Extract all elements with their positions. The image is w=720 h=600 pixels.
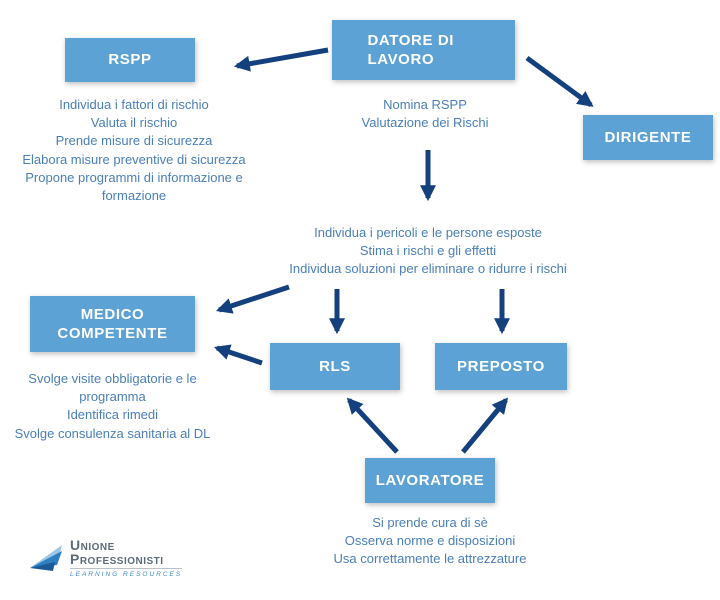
- rspp-duty-line: Elabora misure preventive di sicurezza: [22, 151, 246, 167]
- arrow-risk-to-medico: [215, 284, 290, 314]
- node-lavoratore: LAVORATORE: [365, 458, 495, 503]
- node-dirigente: DIRIGENTE: [583, 115, 713, 160]
- arrow-lavoratore-to-rls: [346, 397, 399, 454]
- arrow-lavoratore-to-preposto: [461, 397, 509, 454]
- unione-professionisti-logo: Unione Professionisti LEARNING RESOURCES: [28, 537, 183, 578]
- logo-tagline: LEARNING RESOURCES: [70, 568, 183, 578]
- rspp-duty-line: Prende misure di sicurezza: [55, 133, 213, 149]
- node-medico-label: MEDICO COMPETENTE: [57, 305, 168, 343]
- node-rspp-label: RSPP: [108, 51, 152, 69]
- risk-step-line: Stima i rischi e gli effetti: [359, 243, 497, 259]
- arrow-datore-to-rspp: [233, 47, 329, 72]
- node-medico-competente: MEDICO COMPETENTE: [30, 296, 195, 352]
- datore-duty-line: Valutazione dei Rischi: [361, 115, 489, 131]
- lavoratore-duty-line: Osserva norme e disposizioni: [344, 533, 516, 549]
- arrow-datore-to-dirigente: [525, 55, 594, 108]
- node-preposto-label: PREPOSTO: [457, 357, 545, 375]
- logo-book-icon: [30, 545, 62, 571]
- rspp-duty-line: Individua i fattori di rischio: [59, 97, 209, 112]
- node-rls-label: RLS: [319, 357, 351, 375]
- lavoratore-duty-line: Usa correttamente le attrezzature: [333, 551, 527, 567]
- logo-text: Unione Professionisti LEARNING RESOURCES: [70, 537, 183, 578]
- medico-duty-line: Svolge consulenza sanitaria al DL: [14, 425, 211, 441]
- arrow-rls-to-medico: [213, 344, 263, 366]
- node-rls: RLS: [270, 343, 400, 390]
- rspp-duties-list: Individua i fattori di rischio Valuta il…: [0, 96, 268, 205]
- node-datore-label: DATORE DI LAVORO: [367, 31, 455, 69]
- node-lavoratore-label: LAVORATORE: [375, 471, 485, 489]
- node-datore-di-lavoro: DATORE DI LAVORO: [332, 20, 515, 80]
- lavoratore-duty-line: Si prende cura di sè: [372, 515, 488, 530]
- medico-duties-list: Svolge visite obbligatorie e le programm…: [10, 370, 215, 443]
- node-dirigente-label: DIRIGENTE: [604, 128, 692, 146]
- datore-duty-line: Nomina RSPP: [383, 97, 467, 112]
- logo-name-line1: Unione: [70, 537, 115, 553]
- lavoratore-duties-list: Si prende cura di sè Osserva norme e dis…: [330, 514, 530, 569]
- risk-assessment-steps: Individua i pericoli e le persone espost…: [248, 224, 608, 279]
- medico-duty-line: Svolge visite obbligatorie e le programm…: [28, 371, 197, 405]
- risk-step-line: Individua i pericoli e le persone espost…: [314, 225, 542, 240]
- datore-duties-list: Nomina RSPP Valutazione dei Rischi: [330, 96, 520, 132]
- node-preposto: PREPOSTO: [435, 343, 567, 390]
- node-rspp: RSPP: [65, 38, 195, 82]
- medico-duty-line: Identifica rimedi: [66, 407, 159, 423]
- rspp-duty-line: Valuta il rischio: [90, 115, 178, 131]
- rspp-duty-line: Propone programmi di informazione e form…: [25, 169, 243, 203]
- risk-step-line: Individua soluzioni per eliminare o ridu…: [289, 261, 567, 277]
- logo-name-line2: Professionisti: [70, 551, 164, 567]
